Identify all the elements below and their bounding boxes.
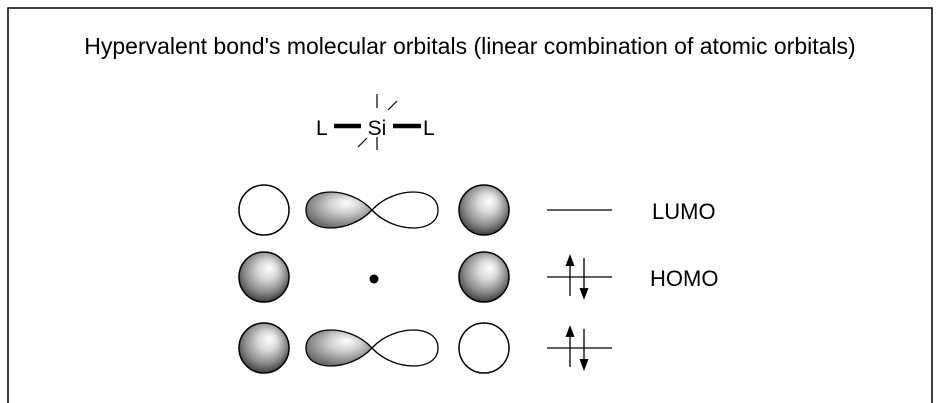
center-atom-label: Si — [368, 117, 387, 140]
si-tick-lower-left — [357, 137, 368, 148]
electron-pair-arrows — [565, 325, 589, 371]
filled-atomic-orbital — [458, 251, 510, 303]
mo-row-lumo: LUMO — [238, 184, 716, 236]
frame-border — [7, 7, 933, 403]
mo-row-homo: HOMO — [238, 251, 718, 303]
spin-up-arrowhead — [565, 254, 575, 266]
filled-atomic-orbital — [238, 251, 290, 303]
spin-down-arrowhead — [579, 288, 589, 300]
diagram-title: Hypervalent bond's molecular orbitals (l… — [84, 33, 855, 59]
empty-atomic-orbital — [238, 184, 290, 236]
si-tick-upper-right — [387, 100, 398, 111]
spin-down-arrowhead — [579, 359, 589, 371]
mo-row-bonding — [238, 322, 612, 374]
spin-up-arrowhead — [565, 325, 575, 337]
p-orbital-lobe-filled — [305, 191, 373, 229]
homo-label: HOMO — [650, 266, 718, 291]
p-orbital-lobe-filled — [305, 329, 373, 367]
p-orbital-lobe-empty — [371, 329, 439, 367]
lumo-label: LUMO — [652, 199, 716, 224]
ligand-right-label: L — [423, 117, 435, 140]
empty-atomic-orbital — [458, 322, 510, 374]
orbital-node-dot — [369, 274, 379, 284]
p-orbital-lobe-empty — [371, 191, 439, 229]
electron-pair-arrows — [565, 254, 589, 300]
si-structure: L Si L — [316, 94, 435, 150]
filled-atomic-orbital — [458, 184, 510, 236]
ligand-left-label: L — [316, 117, 328, 140]
filled-atomic-orbital — [238, 322, 290, 374]
